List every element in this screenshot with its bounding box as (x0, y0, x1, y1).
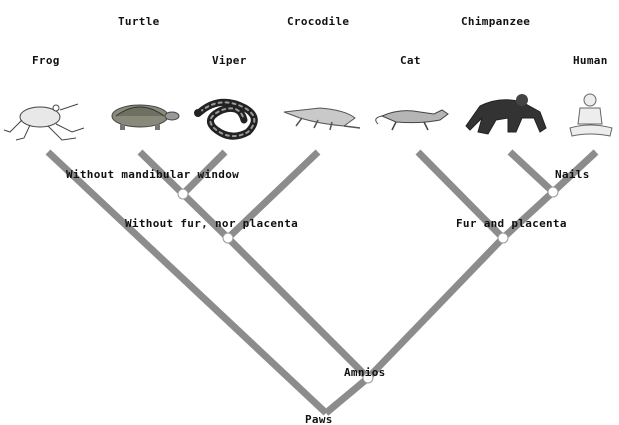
taxon-label-turtle: Turtle (118, 15, 160, 28)
branch-reptiles-inner (183, 194, 228, 238)
trait-label-no-fur: Without fur, nor placenta (125, 217, 298, 230)
taxon-label-viper: Viper (212, 54, 247, 67)
taxon-label-chimpanzee: Chimpanzee (461, 15, 530, 28)
trait-label-mandibular: Without mandibular window (66, 168, 239, 181)
node-no-fur (223, 233, 233, 243)
turtle-icon (112, 105, 179, 130)
branch-root-amnios (326, 378, 368, 413)
tree-branches (48, 152, 596, 413)
branch-chimpanzee (510, 152, 553, 192)
cat-icon (376, 110, 448, 130)
taxon-label-frog: Frog (32, 54, 60, 67)
frog-icon (4, 104, 84, 140)
node-fur-placenta (498, 233, 508, 243)
taxon-label-human: Human (573, 54, 608, 67)
branch-primates (503, 192, 553, 238)
branch-amnios-reptiles (228, 238, 368, 378)
trait-label-amnios: Amnios (344, 366, 386, 379)
viper-icon (194, 102, 254, 136)
chimpanzee-icon (466, 94, 546, 134)
taxon-label-crocodile: Crocodile (287, 15, 349, 28)
human-icon (570, 94, 612, 136)
taxon-label-cat: Cat (400, 54, 421, 67)
node-nails (548, 187, 558, 197)
trait-label-paws: Paws (305, 413, 333, 425)
crocodile-icon (284, 108, 360, 130)
trait-label-fur-placenta: Fur and placenta (456, 217, 567, 230)
trait-label-nails: Nails (555, 168, 590, 181)
node-mandibular (178, 189, 188, 199)
branch-amnios-mammals (368, 238, 503, 378)
